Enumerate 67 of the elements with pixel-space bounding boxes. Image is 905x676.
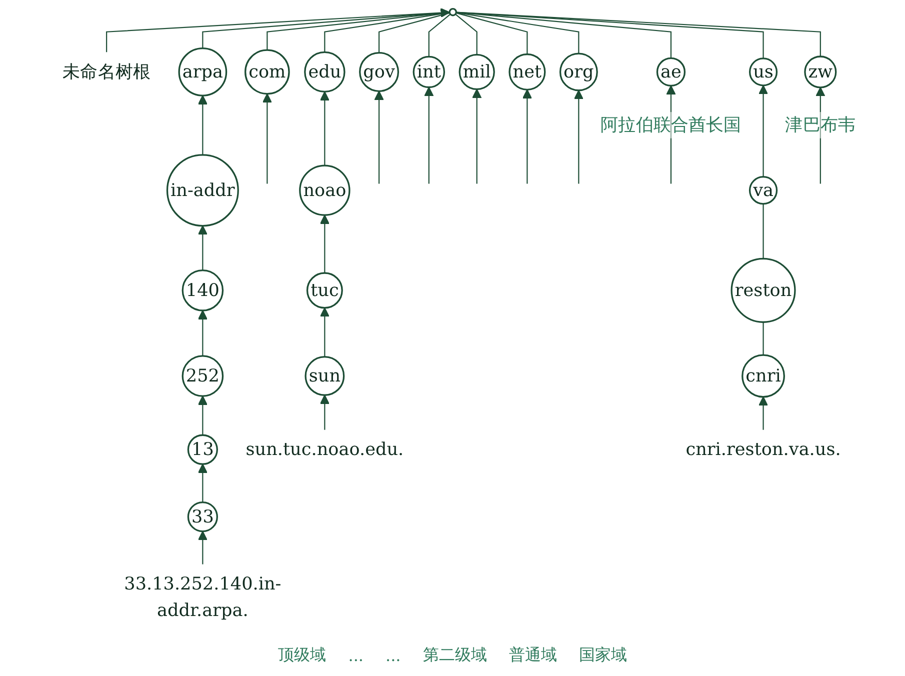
- node-circle: 140: [182, 270, 224, 312]
- node-circle: net: [508, 53, 546, 90]
- node-circle: 13: [187, 434, 218, 465]
- node-circle: arpa: [178, 48, 228, 96]
- arrow: [472, 88, 482, 184]
- connector: [324, 12, 450, 52]
- node-circle: cnri: [742, 354, 785, 398]
- arrow: [522, 89, 532, 184]
- node-circle: edu: [304, 51, 346, 93]
- arrow: [320, 91, 330, 166]
- node-circle: noao: [299, 164, 350, 216]
- node-circle: us: [748, 58, 778, 86]
- node-circle: 252: [182, 355, 224, 397]
- node-circle: sun: [304, 356, 345, 396]
- range-label: 普通域: [508, 645, 557, 666]
- arrow: [106, 8, 450, 52]
- node-label: 阿拉伯联合酋长国: [600, 114, 742, 136]
- arrow: [374, 90, 384, 184]
- arrow: [758, 396, 768, 430]
- node-text: sun.tuc.noao.edu.: [246, 438, 404, 460]
- arrow: [574, 90, 584, 184]
- connector: [456, 12, 821, 56]
- arrow: [666, 85, 676, 184]
- arrow: [320, 307, 330, 357]
- ellipsis: ...: [386, 646, 401, 665]
- node-circle: zw: [804, 56, 837, 88]
- node-circle: tuc: [306, 272, 343, 309]
- node-circle: va: [748, 176, 778, 205]
- arrow: [320, 394, 330, 430]
- connector: [762, 204, 764, 259]
- node-circle: org: [559, 52, 598, 92]
- level-label: 顶级域: [278, 645, 326, 666]
- arrow: [198, 225, 208, 270]
- arrow: [816, 86, 826, 184]
- connector: [455, 14, 478, 55]
- node-circle: com: [244, 49, 290, 95]
- connector: [456, 12, 528, 54]
- arrow: [758, 84, 768, 177]
- connector: [456, 12, 764, 58]
- node-text: 未命名树根: [62, 60, 151, 82]
- node-circle: in-addr: [166, 154, 239, 227]
- arrow: [198, 310, 208, 356]
- node-circle: mil: [458, 54, 495, 90]
- arrow: [198, 396, 208, 436]
- arrow: [320, 214, 330, 273]
- connector: [456, 12, 672, 58]
- arrow: [198, 464, 208, 502]
- node-circle: gov: [359, 52, 400, 92]
- level-label: 第二级域: [422, 645, 487, 666]
- node-label: 津巴布韦: [785, 114, 856, 136]
- node-text: 33.13.252.140.in-addr.arpa.: [124, 573, 282, 620]
- node-circle: [448, 8, 457, 16]
- ellipsis: ...: [348, 646, 364, 665]
- node-circle: int: [412, 56, 446, 88]
- arrow: [262, 93, 272, 184]
- node-circle: reston: [730, 258, 796, 323]
- arrow: [198, 530, 208, 564]
- node-text: cnri.reston.va.us.: [686, 438, 841, 460]
- connector: [762, 322, 764, 356]
- connector: [428, 14, 451, 57]
- connector: [378, 12, 450, 53]
- node-circle: 33: [187, 502, 218, 532]
- arrow: [424, 86, 434, 184]
- arrow: [198, 95, 208, 155]
- node-circle: ae: [656, 57, 686, 87]
- connector: [456, 12, 580, 54]
- range-label: 国家域: [578, 645, 627, 666]
